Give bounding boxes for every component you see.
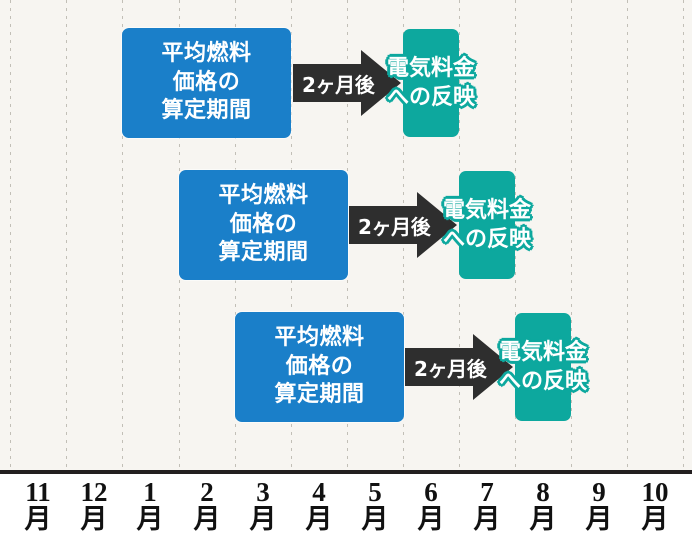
calculation-period-box-1[interactable]: 平均燃料 価格の 算定期間 (122, 28, 291, 138)
month-number: 10 (641, 477, 669, 507)
axis-month-labels: 11 月 12 月 1 月 2 月 3 月 4 月 5 月 6 月 (0, 478, 692, 540)
month-kanji: 月 (529, 504, 557, 536)
gridline (66, 0, 67, 470)
month-kanji: 月 (417, 504, 445, 536)
month-kanji: 月 (361, 504, 389, 536)
month-label: 6 月 (403, 478, 459, 534)
calculation-period-label: 平均燃料 価格の 算定期間 (218, 183, 309, 266)
arrow-shape (293, 50, 401, 116)
month-label: 7 月 (459, 478, 515, 534)
month-kanji: 月 (305, 504, 333, 536)
month-label: 4 月 (291, 478, 347, 534)
calculation-period-box-2[interactable]: 平均燃料 価格の 算定期間 (179, 170, 348, 280)
month-label: 5 月 (347, 478, 403, 534)
gridline (627, 0, 628, 470)
month-label: 2 月 (179, 478, 235, 534)
arrow-2: 2ヶ月後 (349, 192, 457, 258)
month-label: 11 月 (10, 478, 66, 534)
month-number: 5 (368, 477, 382, 507)
month-kanji: 月 (24, 504, 52, 536)
month-number: 3 (256, 477, 270, 507)
month-kanji: 月 (80, 504, 108, 536)
gridline (122, 0, 123, 470)
gridline (683, 0, 684, 470)
month-label: 8 月 (515, 478, 571, 534)
arrow-shape (405, 334, 513, 400)
arrow-1: 2ヶ月後 (293, 50, 401, 116)
arrow-3: 2ヶ月後 (405, 334, 513, 400)
arrow-shape (349, 192, 457, 258)
month-number: 9 (592, 477, 606, 507)
calculation-period-box-3[interactable]: 平均燃料 価格の 算定期間 (235, 312, 404, 422)
calculation-period-label: 平均燃料 価格の 算定期間 (274, 325, 365, 408)
month-kanji: 月 (473, 504, 501, 536)
reflection-box-2[interactable] (459, 171, 515, 279)
month-kanji: 月 (193, 504, 221, 536)
axis-line (0, 470, 692, 474)
reflection-box-3[interactable] (515, 313, 571, 421)
month-number: 6 (424, 477, 438, 507)
month-kanji: 月 (641, 504, 669, 536)
month-number: 4 (312, 477, 326, 507)
month-number: 12 (80, 477, 108, 507)
month-number: 1 (143, 477, 157, 507)
month-kanji: 月 (136, 504, 164, 536)
month-number: 11 (25, 477, 51, 507)
plot-area: 平均燃料 価格の 算定期間 2ヶ月後 電気料金 への反映 平均燃料 価格の 算定… (0, 0, 692, 470)
arrow-label-2: 2ヶ月後 (358, 214, 431, 239)
month-number: 2 (200, 477, 214, 507)
month-kanji: 月 (585, 504, 613, 536)
arrow-label-3: 2ヶ月後 (414, 356, 487, 381)
month-number: 8 (536, 477, 550, 507)
month-label: 10 月 (627, 478, 683, 534)
month-label: 3 月 (235, 478, 291, 534)
month-label: 12 月 (66, 478, 122, 534)
month-label: 1 月 (122, 478, 178, 534)
calculation-period-label: 平均燃料 価格の 算定期間 (161, 41, 252, 124)
month-number: 7 (480, 477, 494, 507)
gridline (571, 0, 572, 470)
month-label: 9 月 (571, 478, 627, 534)
gridline (515, 0, 516, 470)
month-kanji: 月 (249, 504, 277, 536)
gridline (10, 0, 11, 470)
arrow-label-1: 2ヶ月後 (302, 72, 375, 97)
reflection-box-1[interactable] (403, 29, 459, 137)
